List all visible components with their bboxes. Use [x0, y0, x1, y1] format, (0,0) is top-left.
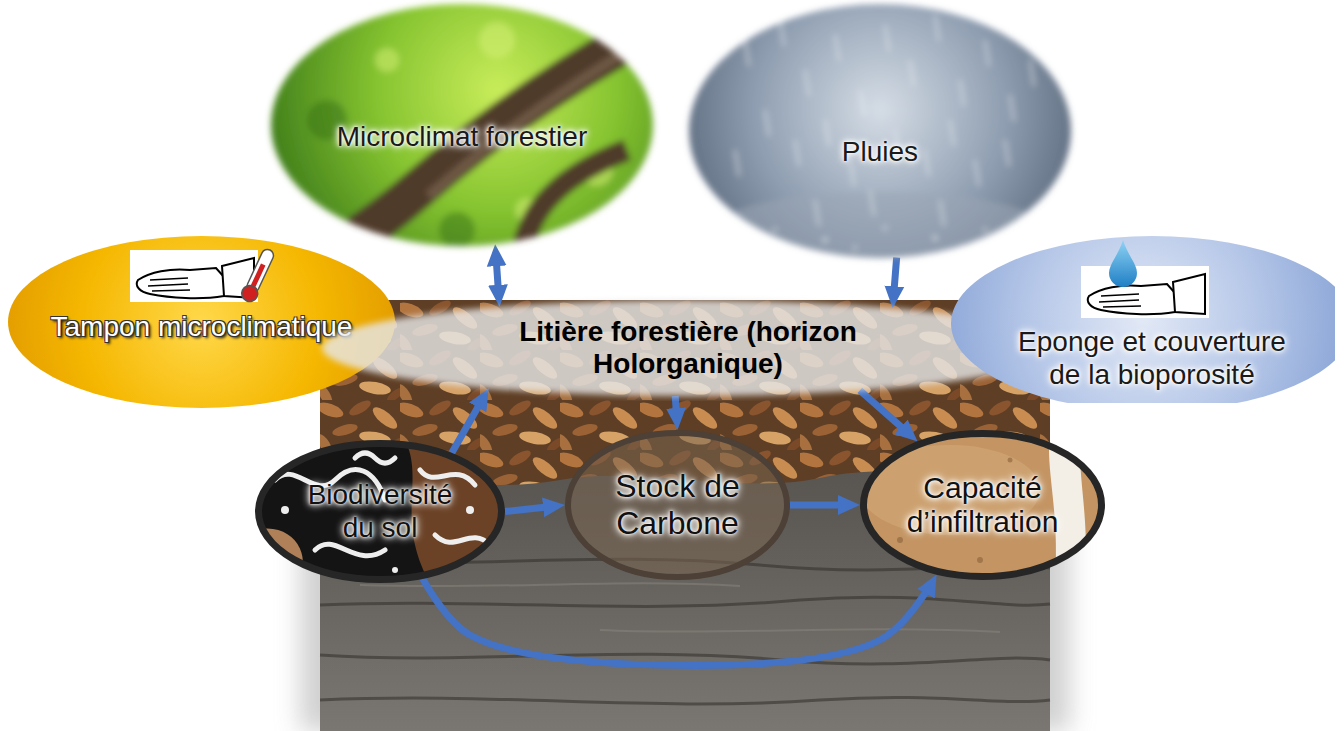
- node-label: Tampon microclimatique: [51, 311, 353, 343]
- litter-band: Litière forestière (horizon Holorganique…: [318, 296, 1058, 400]
- flow-arrow: [452, 388, 489, 453]
- infiltration-circle: Capacité d’infiltration: [860, 430, 1105, 580]
- node-shape: [259, 444, 502, 580]
- label-group: Stock de Carbone: [598, 468, 758, 542]
- label-group: Litière forestière (horizon Holorganique…: [508, 316, 868, 380]
- label-group: Microclimat forestier: [337, 121, 587, 153]
- node-shape: [271, 4, 653, 246]
- rain-ellipse: Pluies: [685, 0, 1075, 262]
- label-group: Tampon microclimatique: [51, 311, 353, 343]
- label-group: Capacité d’infiltration: [883, 471, 1083, 540]
- flow-arrow: [505, 505, 565, 512]
- node-shape: [8, 236, 395, 408]
- node-outline: [685, 0, 1075, 262]
- node-shape: [864, 434, 1102, 577]
- flow-arrow: [423, 575, 937, 666]
- node-label: Pluies: [842, 136, 918, 168]
- node-shape: [689, 4, 1071, 258]
- buffer-ellipse: Tampon microclimatique: [8, 236, 395, 408]
- flow-arrow: [790, 502, 860, 509]
- node-label: Stock de Carbone: [598, 468, 758, 542]
- label-group: Eponge et couverture de la bioporosité: [1002, 326, 1302, 390]
- node-label: Microclimat forestier: [337, 121, 587, 153]
- tree-ellipse: Microclimat forestier: [267, 0, 657, 250]
- flow-arrow: [675, 396, 677, 430]
- carbon-circle: Stock de Carbone: [565, 430, 790, 580]
- label-group: Pluies: [842, 136, 918, 168]
- flow-arrow: [860, 390, 918, 441]
- biodiversity-circle: Biodiversité du sol: [255, 440, 505, 583]
- node-shape: [322, 300, 1054, 396]
- node-shape: [951, 236, 1344, 411]
- sponge-ellipse: Eponge et couverture de la bioporosité: [951, 236, 1344, 411]
- node-label: Eponge et couverture de la bioporosité: [1002, 326, 1302, 390]
- flow-arrow: [495, 244, 499, 307]
- soil-strata: [320, 559, 1050, 704]
- node-shape: [568, 433, 787, 577]
- node-label: Litière forestière (horizon Holorganique…: [508, 316, 868, 380]
- node-label: Capacité d’infiltration: [883, 471, 1083, 540]
- node-label: Biodiversité du sol: [290, 479, 470, 543]
- label-group: Biodiversité du sol: [290, 479, 470, 543]
- flow-arrow: [893, 258, 897, 309]
